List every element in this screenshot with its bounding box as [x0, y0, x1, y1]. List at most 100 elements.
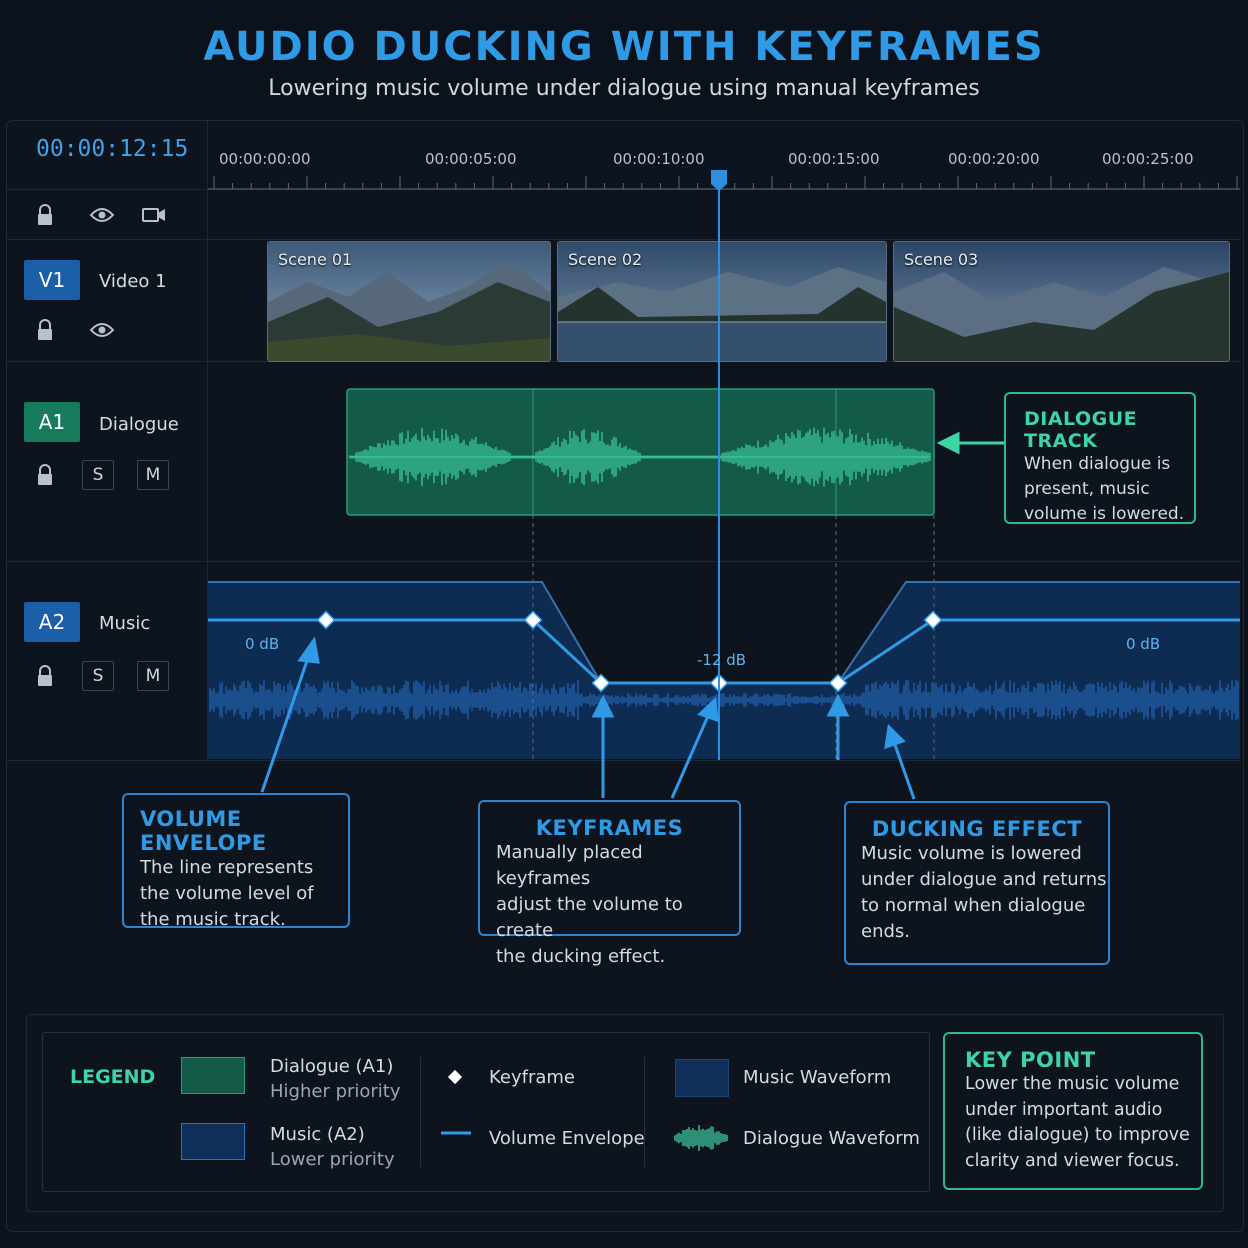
track-name-v1: Video 1 — [99, 271, 167, 292]
callout-volume-envelope: VOLUME ENVELOPE The line represents the … — [122, 793, 350, 930]
track-badge-a1: A1 — [24, 402, 80, 442]
track-divider — [7, 760, 1241, 761]
track-divider — [7, 561, 1241, 562]
track-badge-v1: V1 — [24, 260, 80, 300]
mountain-thumbnail — [268, 242, 550, 361]
lock-icon[interactable] — [36, 319, 54, 341]
callout-keyframes: KEYFRAMES Manually placed keyframes adju… — [478, 800, 741, 967]
arrow — [260, 654, 311, 793]
video-clip-scene-01[interactable]: Scene 01 — [267, 241, 551, 362]
arrowhead — [826, 693, 850, 717]
video-clip-scene-03[interactable]: Scene 03 — [893, 241, 1230, 362]
key-point-line: Lower the music volume — [965, 1074, 1180, 1094]
lock-icon[interactable] — [36, 665, 54, 687]
track-name-a2: Music — [99, 613, 151, 634]
envelope-line-icon — [441, 1131, 471, 1135]
keyframe — [523, 610, 543, 630]
legend-swatch-dialogue — [181, 1057, 245, 1094]
clip-label: Scene 01 — [278, 250, 353, 269]
callout-ducking-effect: DUCKING EFFECT Music volume is lowered u… — [844, 801, 1110, 965]
ruler-label: 00:00:25:00 — [1102, 150, 1194, 168]
legend-music-sub: Lower priority — [270, 1149, 395, 1170]
legend-box — [42, 1032, 930, 1192]
lake-thumbnail — [558, 242, 886, 361]
key-point-line: under important audio — [965, 1099, 1163, 1120]
callout-title: DIALOGUE TRACK — [1024, 408, 1138, 452]
callout-line: the volume level of — [140, 883, 314, 904]
arrowhead — [697, 696, 719, 723]
page-subtitle: Lowering music volume under dialogue usi… — [268, 76, 980, 101]
valley-thumbnail — [894, 242, 1229, 361]
legend-divider — [420, 1057, 421, 1167]
legend-dialogue-sub: Higher priority — [270, 1081, 401, 1102]
ruler-label: 00:00:15:00 — [788, 150, 880, 168]
callout-line: present, music — [1024, 479, 1150, 499]
db-label-left: 0 dB — [245, 635, 280, 653]
key-point-title: KEY POINT — [965, 1048, 1096, 1072]
audio-tracks-canvas — [208, 170, 1240, 800]
callout-line: adjust the volume to create — [496, 894, 683, 941]
callout-title: DUCKING EFFECT — [871, 817, 1083, 841]
keyframe-icon — [447, 1069, 463, 1085]
arrowhead — [591, 694, 615, 718]
legend-divider — [644, 1057, 645, 1167]
header-divider — [207, 121, 208, 761]
ruler-label: 00:00:10:00 — [613, 150, 705, 168]
callout-line: ends. — [861, 921, 911, 942]
track-name-a1: Dialogue — [99, 414, 179, 435]
callout-line: the ducking effect. — [496, 946, 666, 967]
ruler-label: 00:00:20:00 — [948, 150, 1040, 168]
dialogue-clip — [346, 388, 935, 516]
legend-envelope-label: Volume Envelope — [489, 1128, 645, 1149]
mute-button-a2[interactable]: M — [137, 661, 169, 691]
current-timecode[interactable]: 00:00:12:15 — [36, 136, 189, 162]
volume-envelope — [208, 618, 1240, 685]
playhead-handle — [711, 170, 727, 191]
clip-label: Scene 02 — [568, 250, 643, 269]
eye-icon[interactable] — [90, 322, 114, 338]
legend-music-wave-label: Music Waveform — [743, 1067, 892, 1088]
db-label-right: 0 dB — [1126, 635, 1161, 653]
dialogue-waveform — [349, 427, 931, 487]
callout-line: When dialogue is — [1024, 454, 1171, 474]
ruler-label: 00:00:05:00 — [425, 150, 517, 168]
lock-icon[interactable] — [36, 204, 54, 226]
music-waveform — [209, 680, 1239, 720]
arrowhead — [884, 723, 906, 750]
legend-music-label: Music (A2) — [270, 1124, 365, 1145]
callout-dialogue-track: DIALOGUE TRACK When dialogue is present,… — [1004, 392, 1196, 524]
camera-icon[interactable] — [142, 206, 166, 224]
legend-dialogue-label: Dialogue (A1) — [270, 1056, 394, 1077]
callout-line: the music track. — [140, 909, 286, 930]
legend-swatch-music — [181, 1123, 245, 1160]
solo-button-a1[interactable]: S — [82, 460, 114, 490]
solo-button-a2[interactable]: S — [82, 661, 114, 691]
callout-line: The line represents — [140, 857, 314, 878]
callout-title: KEYFRAMES — [535, 816, 684, 840]
callout-line: Music volume is lowered — [861, 843, 1082, 864]
arrow — [892, 741, 916, 800]
clip-label: Scene 03 — [904, 250, 979, 269]
arrow — [670, 715, 710, 799]
music-waveform-path — [209, 680, 1239, 720]
key-point-box: KEY POINT Lower the music volume under i… — [943, 1032, 1203, 1190]
legend-panel — [26, 1014, 1224, 1212]
db-label-mid: -12 dB — [697, 651, 747, 669]
mute-button-a1[interactable]: M — [137, 460, 169, 490]
track-badge-a2: A2 — [24, 602, 80, 642]
callout-line: under dialogue and returns — [861, 869, 1107, 890]
timeline-ruler[interactable] — [208, 170, 1240, 190]
lock-icon[interactable] — [36, 464, 54, 486]
guide-line — [541, 581, 602, 684]
arrowhead — [297, 636, 320, 664]
callout-line: volume is lowered. — [1024, 504, 1185, 524]
legend-dialogue-wave-label: Dialogue Waveform — [743, 1128, 920, 1149]
page-title: AUDIO DUCKING WITH KEYFRAMES — [203, 24, 1045, 70]
dialogue-waveform-icon — [674, 1124, 728, 1152]
toolbar-divider — [7, 239, 1241, 240]
eye-icon[interactable] — [90, 207, 114, 223]
callout-title: VOLUME ENVELOPE — [140, 807, 267, 855]
video-clip-scene-02[interactable]: Scene 02 — [557, 241, 887, 362]
callout-line: Manually placed keyframes — [496, 842, 643, 889]
key-point-line: (like dialogue) to improve — [965, 1125, 1190, 1145]
